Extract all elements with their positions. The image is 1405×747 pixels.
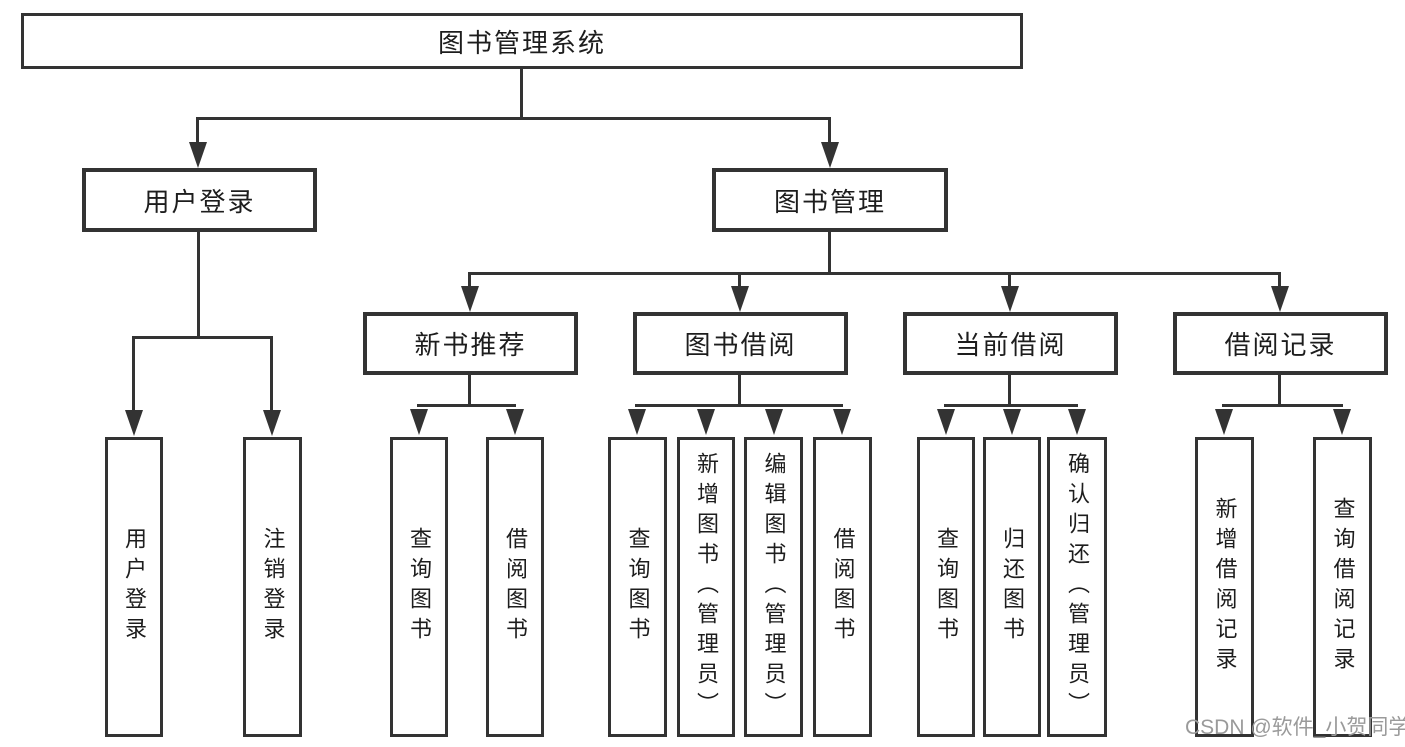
leaf-confirm-return-admin: 确认归还（管理员） <box>1047 437 1107 737</box>
connector-arrow-down <box>937 409 955 435</box>
node-label: 当前借阅 <box>954 330 1067 360</box>
node-label: 用户登录 <box>143 186 256 217</box>
connector-arrow-down <box>697 409 715 435</box>
node-label: 借阅记录 <box>1224 330 1337 360</box>
leaf-add-borrow-record: 新增借阅记录 <box>1195 437 1254 737</box>
node-new-book-recommend: 新书推荐 <box>363 312 578 375</box>
connector-line-horizontal <box>196 117 831 120</box>
connector-arrow-down <box>461 286 479 312</box>
connector-arrow-down <box>1001 286 1019 312</box>
node-user-login: 用户登录 <box>82 168 317 232</box>
node-current-borrow: 当前借阅 <box>903 312 1118 375</box>
connector-line-vertical <box>828 230 831 275</box>
connector-line-vertical <box>1008 272 1011 290</box>
connector-arrow-down <box>189 142 207 168</box>
connector-line-horizontal <box>635 404 843 407</box>
leaf-label: 归还图书 <box>1000 527 1025 647</box>
connector-arrow-down <box>1068 409 1086 435</box>
connector-line-vertical <box>520 66 523 119</box>
connector-line-vertical <box>468 373 471 407</box>
leaf-return-books: 归还图书 <box>983 437 1041 737</box>
leaf-label: 查询图书 <box>934 527 959 647</box>
connector-line-vertical <box>1278 373 1281 407</box>
leaf-query-borrow-record: 查询借阅记录 <box>1313 437 1372 737</box>
node-book-management: 图书管理 <box>712 168 948 232</box>
connector-arrow-down <box>833 409 851 435</box>
leaf-user-login: 用户登录 <box>105 437 163 737</box>
leaf-label: 查询图书 <box>625 527 651 647</box>
leaf-current-query-books: 查询图书 <box>917 437 975 737</box>
connector-arrow-down <box>506 409 524 435</box>
connector-arrow-down <box>1003 409 1021 435</box>
node-label: 图书管理 <box>773 186 886 217</box>
connector-line-vertical <box>1008 373 1011 407</box>
node-book-borrow: 图书借阅 <box>633 312 848 375</box>
connector-arrow-down <box>1271 286 1289 312</box>
node-label: 图书管理系统 <box>437 27 606 58</box>
connector-arrow-down <box>628 409 646 435</box>
leaf-label: 确认归还（管理员） <box>1065 452 1090 722</box>
connector-arrow-down <box>1333 409 1351 435</box>
connector-line-vertical <box>828 117 831 147</box>
csdn-watermark: CSDN @软件_小贺同学 <box>1185 716 1405 739</box>
node-library-system: 图书管理系统 <box>21 13 1023 69</box>
connector-arrow-down <box>125 410 143 436</box>
leaf-edit-books-admin: 编辑图书（管理员） <box>744 437 803 737</box>
connector-arrow-down <box>410 409 428 435</box>
connector-line-vertical <box>132 336 135 412</box>
leaf-label: 编辑图书（管理员） <box>761 452 787 722</box>
node-label: 新书推荐 <box>414 330 527 360</box>
node-borrow-records: 借阅记录 <box>1173 312 1388 375</box>
connector-arrow-down <box>765 409 783 435</box>
leaf-borrow-borrow-books: 借阅图书 <box>813 437 872 737</box>
connector-line-horizontal <box>132 336 273 339</box>
connector-line-vertical <box>197 230 200 338</box>
leaf-label: 查询图书 <box>407 527 432 647</box>
connector-line-horizontal <box>944 404 1078 407</box>
leaf-label: 新增借阅记录 <box>1212 497 1238 677</box>
leaf-label: 查询借阅记录 <box>1330 497 1356 677</box>
connector-line-horizontal <box>468 272 1281 275</box>
connector-arrow-down <box>1215 409 1233 435</box>
node-label: 图书借阅 <box>684 330 797 360</box>
connector-arrow-down <box>821 142 839 168</box>
leaf-label: 借阅图书 <box>503 527 528 647</box>
leaf-label: 借阅图书 <box>830 527 856 647</box>
leaf-label: 注销登录 <box>260 527 286 647</box>
leaf-add-books-admin: 新增图书（管理员） <box>677 437 735 737</box>
leaf-recommend-borrow-books: 借阅图书 <box>486 437 544 737</box>
connector-line-vertical <box>738 272 741 290</box>
connector-arrow-down <box>263 410 281 436</box>
leaf-recommend-query-books: 查询图书 <box>390 437 448 737</box>
connector-line-vertical <box>468 272 471 290</box>
connector-line-horizontal <box>1222 404 1343 407</box>
connector-line-horizontal <box>417 404 516 407</box>
connector-line-vertical <box>196 117 199 147</box>
leaf-label: 新增图书（管理员） <box>694 452 719 722</box>
connector-arrow-down <box>731 286 749 312</box>
leaf-logout: 注销登录 <box>243 437 302 737</box>
leaf-label: 用户登录 <box>122 527 147 647</box>
connector-line-vertical <box>270 336 273 412</box>
leaf-borrow-query-books: 查询图书 <box>608 437 667 737</box>
connector-line-vertical <box>1278 272 1281 290</box>
connector-line-vertical <box>738 373 741 407</box>
